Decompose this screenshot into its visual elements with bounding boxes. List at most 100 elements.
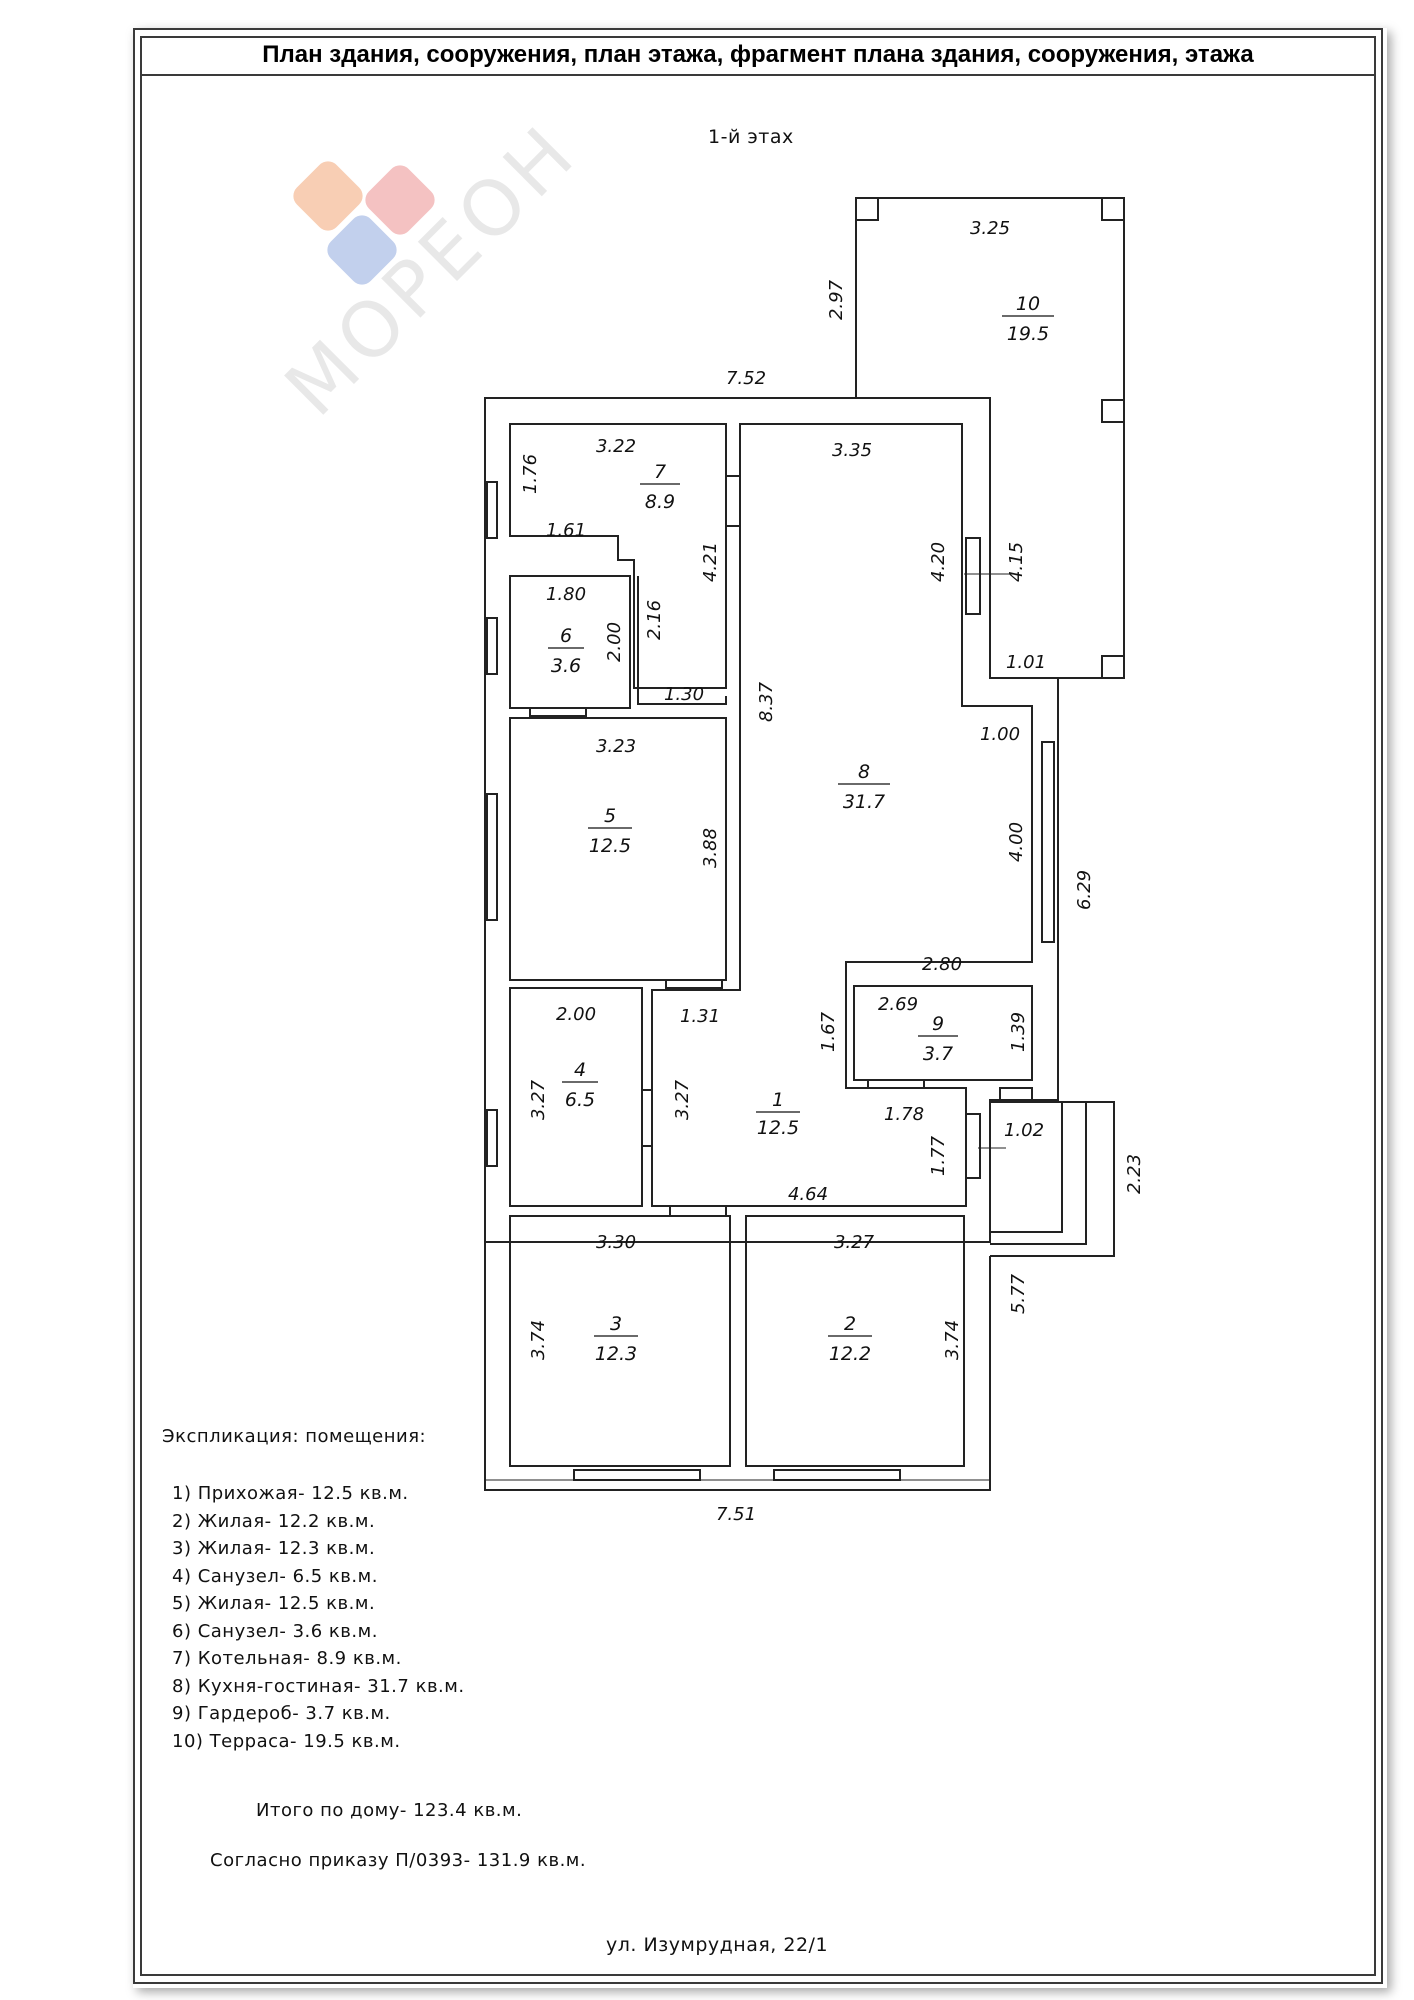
dim-room-1-bottom: 4.64 bbox=[788, 1184, 828, 1205]
explication-order: Согласно приказу П/0393- 131.9 кв.м. bbox=[210, 1850, 587, 1871]
explication-item: 1) Прихожая- 12.5 кв.м. bbox=[172, 1483, 409, 1504]
dim-room-9-width: 2.69 bbox=[878, 994, 918, 1015]
dim-right-lower: 5.77 bbox=[1008, 1273, 1029, 1314]
watermark-square-orange bbox=[293, 161, 363, 231]
walls bbox=[484, 197, 1125, 1491]
door-room-9 bbox=[867, 1079, 925, 1089]
explication-item: 2) Жилая- 12.2 кв.м. bbox=[172, 1510, 376, 1532]
dimension-labels: 3.25 2.97 7.52 3.22 1.76 1.61 4.21 1.80 … bbox=[520, 218, 1145, 1525]
room-label-9: 9 3.7 bbox=[918, 1013, 958, 1065]
room-2-area: 12.2 bbox=[829, 1343, 871, 1365]
window-room-7 bbox=[486, 481, 498, 539]
room-label-8: 8 31.7 bbox=[838, 761, 890, 813]
room-6-area: 3.6 bbox=[551, 655, 581, 677]
room-5-number: 5 bbox=[604, 805, 616, 827]
explication-item: 6) Санузел- 3.6 кв.м. bbox=[172, 1620, 378, 1642]
room-10-number: 10 bbox=[1016, 293, 1040, 315]
dim-room-1-right-height: 1.77 bbox=[928, 1135, 949, 1176]
dim-room-1-right-width: 1.78 bbox=[884, 1104, 924, 1125]
door-room-4 bbox=[641, 1089, 653, 1147]
watermark-square-pink bbox=[365, 165, 435, 235]
explication-item: 3) Жилая- 12.3 кв.м. bbox=[172, 1538, 376, 1559]
terrace-post-tr bbox=[1101, 197, 1125, 221]
dim-top-overall: 7.52 bbox=[726, 368, 766, 389]
building-outer-wall-lower bbox=[484, 1242, 991, 1491]
dim-room-8-height: 4.20 bbox=[928, 542, 949, 582]
room-9-number: 9 bbox=[932, 1013, 944, 1035]
dim-room-9-height: 1.39 bbox=[1008, 1012, 1029, 1052]
header-title: План здания, сооружения, план этажа, фра… bbox=[262, 41, 1254, 68]
dim-room-9-top: 2.80 bbox=[922, 954, 962, 975]
porch-outline bbox=[990, 1101, 1115, 1257]
window-room-3 bbox=[573, 1469, 701, 1481]
dimension-ticks bbox=[964, 573, 1016, 1149]
room-labels: 1 12.5 2 12.2 3 12.3 4 6.5 5 12.5 6 3.6 bbox=[548, 293, 1054, 1365]
address: ул. Изумрудная, 22/1 bbox=[606, 1934, 829, 1956]
floor-label: 1-й этах bbox=[708, 126, 794, 148]
room-label-2: 2 12.2 bbox=[828, 1313, 872, 1365]
watermark-logo: МОРЕОН bbox=[268, 107, 594, 433]
explication-item: 5) Жилая- 12.5 кв.м. bbox=[172, 1593, 376, 1614]
room-5-area: 12.5 bbox=[589, 835, 631, 857]
dim-room-7-side: 4.21 bbox=[700, 542, 721, 582]
door-room-7 bbox=[725, 475, 741, 527]
dim-room-1-step: 1.31 bbox=[680, 1006, 720, 1027]
room-5-outline bbox=[509, 717, 727, 981]
explication-item: 4) Санузел- 6.5 кв.м. bbox=[172, 1565, 378, 1587]
room-label-6: 6 3.6 bbox=[548, 625, 584, 677]
explication-item: 7) Котельная- 8.9 кв.м. bbox=[172, 1648, 402, 1669]
dim-room-7-height: 1.76 bbox=[520, 454, 541, 494]
dim-room-8-left: 8.37 bbox=[756, 681, 777, 722]
window-room-5 bbox=[486, 793, 498, 921]
inner-frame bbox=[140, 36, 1376, 1976]
room-8-and-1-outline bbox=[651, 423, 1033, 1207]
dim-room-7-step: 1.61 bbox=[546, 520, 586, 541]
dim-room-2-width: 3.27 bbox=[834, 1232, 875, 1253]
room-4-area: 6.5 bbox=[565, 1089, 595, 1111]
door-porch bbox=[999, 1087, 1033, 1101]
dim-room-7-width: 3.22 bbox=[596, 436, 636, 457]
dim-room-8-step: 1.00 bbox=[980, 724, 1020, 745]
watermark-square-blue bbox=[327, 215, 397, 285]
dim-room-6-width: 1.80 bbox=[546, 584, 586, 605]
dim-room-9-left: 1.67 bbox=[818, 1011, 839, 1052]
dim-room-5-width: 3.23 bbox=[596, 736, 636, 757]
dim-room-3-height: 3.74 bbox=[528, 1320, 549, 1360]
door-room-6 bbox=[529, 707, 587, 717]
terrace-post-mr bbox=[1101, 399, 1125, 423]
room-10-area: 19.5 bbox=[1007, 323, 1049, 345]
room-4-number: 4 bbox=[574, 1059, 586, 1081]
terrace-post-tl bbox=[855, 197, 879, 221]
door-room-3 bbox=[669, 1205, 727, 1217]
window-room-6 bbox=[486, 617, 498, 675]
terrace-post-br bbox=[1101, 655, 1125, 679]
door-terrace bbox=[965, 537, 981, 615]
porch-step-1 bbox=[990, 1102, 1063, 1233]
window-room-8 bbox=[1041, 741, 1055, 943]
room-3-number: 3 bbox=[610, 1313, 622, 1335]
room-6-number: 6 bbox=[560, 625, 572, 647]
dim-room-5-height: 3.88 bbox=[700, 828, 721, 868]
outer-frame bbox=[133, 28, 1383, 1984]
room-label-10: 10 19.5 bbox=[1002, 293, 1054, 345]
dim-terrace-height: 2.97 bbox=[826, 279, 847, 320]
room-label-5: 5 12.5 bbox=[588, 805, 632, 857]
room-8-number: 8 bbox=[858, 761, 870, 783]
room-2-number: 2 bbox=[844, 1313, 856, 1335]
dim-terrace-side: 4.15 bbox=[1006, 542, 1027, 582]
dim-room-3-width: 3.30 bbox=[596, 1232, 636, 1253]
window-room-2 bbox=[773, 1469, 901, 1481]
dim-porch-height: 2.23 bbox=[1124, 1154, 1145, 1194]
dim-corridor-width: 1.30 bbox=[664, 684, 704, 705]
room-7-area: 8.9 bbox=[645, 491, 675, 513]
explication-list: 1) Прихожая- 12.5 кв.м. 2) Жилая- 12.2 к… bbox=[172, 1480, 465, 1755]
watermark-text: МОРЕОН bbox=[268, 107, 594, 433]
room-7-number: 7 bbox=[654, 461, 666, 483]
dim-room-6-height: 2.00 bbox=[604, 622, 625, 662]
explication-item: 9) Гардероб- 3.7 кв.м. bbox=[172, 1703, 391, 1724]
explication-item: 8) Кухня-гостиная- 31.7 кв.м. bbox=[172, 1675, 465, 1697]
room-3-outline bbox=[509, 1215, 731, 1467]
dim-room-4-width: 2.00 bbox=[556, 1004, 596, 1025]
dim-room-2-height: 3.74 bbox=[942, 1320, 963, 1360]
